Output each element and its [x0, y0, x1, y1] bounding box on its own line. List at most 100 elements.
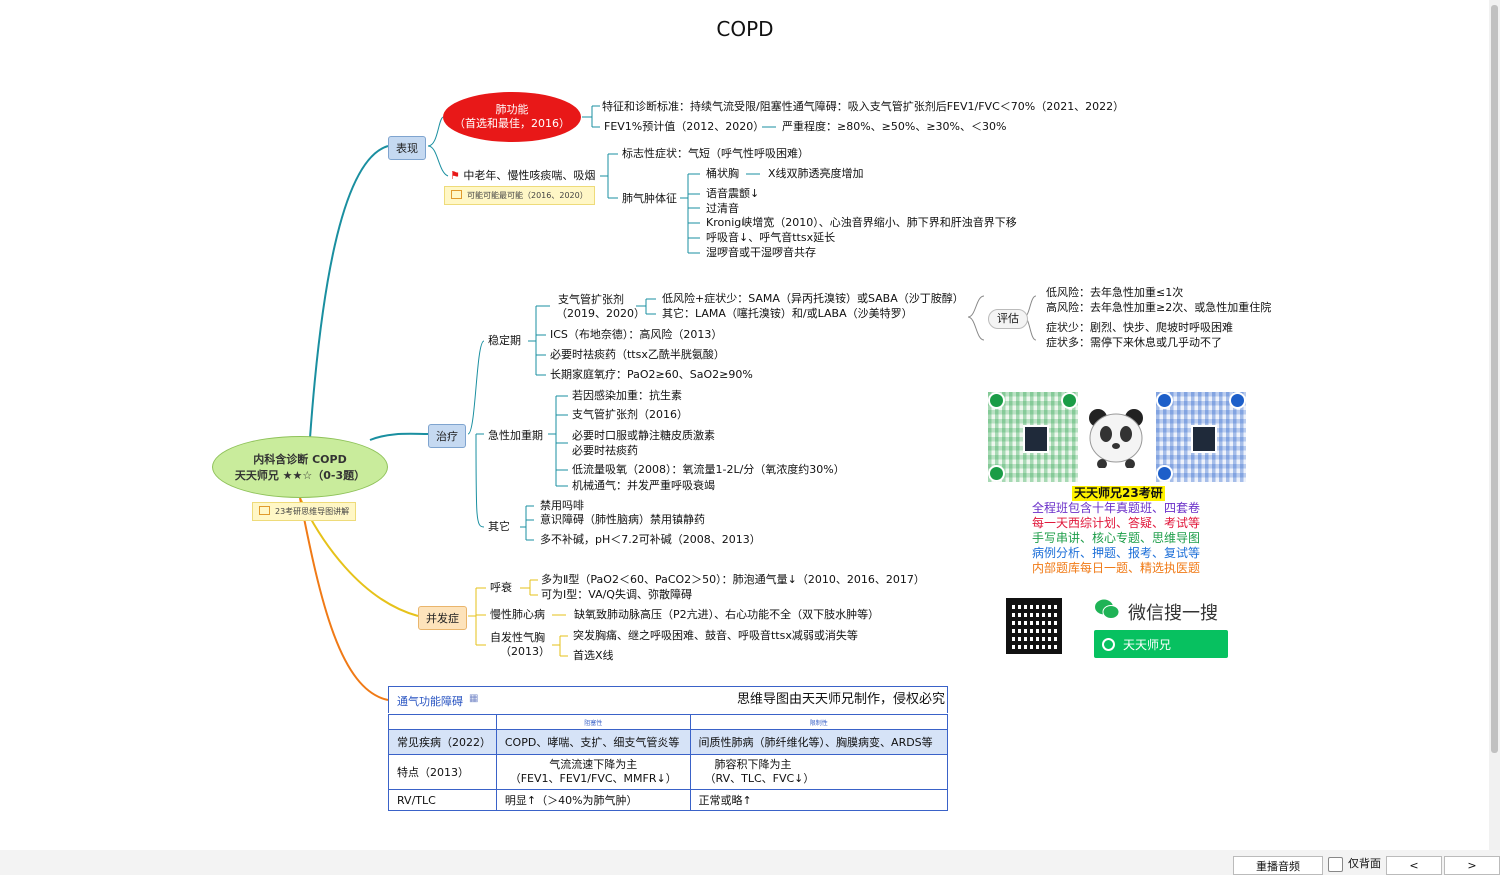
qr-code-blue[interactable] [1156, 392, 1246, 482]
qr-corner-icon [988, 392, 1005, 409]
acute-item: 机械通气：并发严重呼吸衰竭 [572, 479, 715, 492]
assess-item: 低风险：去年急性加重≤1次 [1046, 286, 1184, 299]
promo-line: 每一天西综计划、答疑、考试等 [1031, 516, 1200, 530]
sign-item: 桶状胸 [706, 167, 739, 180]
root-subtitle: 天天师兄 ★★☆（0-3题） [234, 469, 366, 482]
avatar [1191, 425, 1217, 453]
next-button[interactable]: > [1444, 856, 1500, 875]
zhonglao-node[interactable]: ⚑ 中老年、慢性咳痰喘、吸烟 [450, 169, 596, 182]
prev-button[interactable]: < [1386, 856, 1442, 875]
qr-corner-icon [1156, 392, 1173, 409]
sign-symptom: 标志性症状：气短（呼气性呼吸困难） [622, 147, 809, 160]
cell: 气流流速下降为主（FEV1、FEV1/FVC、MMFR↓） [495, 754, 691, 790]
bronchodilator: 支气管扩张剂 [558, 293, 624, 306]
acute-item: 必要时口服或静注糖皮质激素 [572, 429, 715, 442]
acute-item: 低流量吸氧（2008）：氧流量1-2L/分（氧浓度约30%） [572, 463, 845, 476]
scrollbar-thumb[interactable] [1491, 5, 1498, 753]
others-item: 多不补碱，pH＜7.2可补碱（2008、2013） [540, 533, 761, 546]
cell: 正常或略↑ [689, 789, 949, 811]
qr-code-green[interactable] [988, 392, 1078, 482]
sign-item: 过清音 [706, 202, 739, 215]
pneumothorax: 自发性气胸 [490, 631, 545, 644]
table-icon[interactable]: ▦ [469, 693, 479, 704]
sign-item: Kronig峡增宽（2010）、心浊音界缩小、肺下界和肝浊音界下移 [706, 216, 1017, 229]
row-key: 常见疾病（2022） [388, 729, 497, 755]
wechat-icon [1094, 598, 1120, 620]
fev1-predicted: FEV1%预计值（2012、2020） [604, 120, 765, 133]
table-title: 通气功能障碍 [397, 695, 463, 708]
flag-icon: ⚑ [450, 169, 460, 182]
cell: 间质性肺病（肺纤维化等）、胸膜病变、ARDS等 [689, 729, 949, 755]
zhonglao-note[interactable]: 可能可能最可能（2016、2020） [444, 186, 595, 205]
bottom-toolbar: 重播音频 仅背面 < > [0, 850, 1500, 875]
col-restrictive: 限制性 [689, 714, 949, 730]
root-node[interactable]: 内科含诊断 COPD 天天师兄 ★★☆（0-3题） [212, 436, 388, 498]
col-obstructive: 阻塞性 [495, 714, 691, 730]
acute-item: 若因感染加重：抗生素 [572, 389, 682, 402]
promo-line: 病例分析、押题、报考、复试等 [1031, 546, 1200, 560]
cor-pulmonale: 慢性肺心病 [490, 608, 545, 621]
avatar [1023, 425, 1049, 453]
wechat-qr-code[interactable] [1006, 598, 1062, 654]
backside-checkbox[interactable] [1328, 857, 1343, 872]
row-key: 特点（2013） [388, 754, 497, 790]
acute-item: 必要时祛痰药 [572, 444, 638, 457]
branch-biaoxian[interactable]: 表现 [388, 136, 426, 160]
assess-node[interactable]: 评估 [988, 309, 1028, 329]
cell: 肺容积下降为主（RV、TLC、FVC↓） [689, 754, 949, 790]
pneumothorax-xray: 首选X线 [573, 649, 614, 662]
others-item: 禁用吗啡 [540, 499, 584, 512]
acute-item: 支气管扩张剂（2016） [572, 408, 688, 421]
backside-label: 仅背面 [1348, 857, 1381, 870]
vertical-scrollbar[interactable] [1489, 0, 1500, 850]
feigongneng-node[interactable]: 肺功能 （首选和最佳，2016） [443, 92, 581, 142]
replay-audio-button[interactable]: 重播音频 [1233, 856, 1323, 875]
sign-item: X线双肺透亮度增加 [768, 167, 864, 180]
branch-bingfa[interactable]: 并发症 [418, 606, 467, 630]
sign-item: 语音震颤↓ [706, 187, 760, 200]
branch-zhiliao[interactable]: 治疗 [428, 424, 466, 448]
root-title: 内科含诊断 COPD [253, 453, 347, 466]
qr-corner-icon [988, 465, 1005, 482]
promo-name: 天天师兄23考研 [1072, 486, 1165, 501]
resp-type2: 多为Ⅱ型（PaO2＜60、PaCO2＞50）：肺泡通气量↓（2010、2016、… [541, 573, 925, 586]
promo-lines: 全程班包含十年真题班、四套卷 每一天西综计划、答疑、考试等 手写串讲、核心专题、… [1022, 501, 1210, 576]
others-item: 意识障碍（肺性脑病）禁用镇静药 [540, 513, 705, 526]
stable-phase: 稳定期 [488, 334, 521, 347]
assess-item: 高风险：去年急性加重≥2次、或急性加重住院 [1046, 301, 1272, 314]
others-node: 其它 [488, 520, 510, 533]
wechat-search-text: 微信搜一搜 [1128, 603, 1218, 624]
pneumothorax-symptom: 突发胸痛、继之呼吸困难、鼓音、呼吸音ttsx减弱或消失等 [573, 629, 858, 642]
sign-item: 湿啰音或干湿啰音共存 [706, 246, 816, 259]
diagnosis-standard: 特征和诊断标准：持续气流受限/阻塞性通气障碍：吸入支气管扩张剂后FEV1/FVC… [602, 100, 1125, 113]
table-header-box: 通气功能障碍 ▦ 思维导图由天天师兄制作，侵权必究 [388, 686, 948, 713]
wechat-search-button[interactable]: 天天师兄 [1094, 630, 1228, 658]
low-risk-therapy: 低风险+症状少：SAMA（异丙托溴铵）或SABA（沙丁胺醇） [662, 292, 964, 305]
row-key: RV/TLC [388, 789, 497, 811]
note-icon [451, 190, 462, 199]
resp-type1: 可为Ⅰ型：VA/Q失调、弥散障碍 [541, 588, 692, 601]
ventilation-table: 阻塞性 限制性 常见疾病（2022） COPD、哮喘、支扩、细支气管炎等 间质性… [388, 714, 949, 811]
root-note[interactable]: 23考研思维导图讲解 [252, 502, 357, 521]
promo-line: 手写串讲、核心专题、思维导图 [1031, 531, 1200, 545]
promo-line: 全程班包含十年真题班、四套卷 [1031, 501, 1200, 515]
home-oxygen: 长期家庭氧疗：PaO2≥60、SaO2≥90% [550, 368, 753, 381]
severity: 严重程度：≥80%、≥50%、≥30%、＜30% [782, 120, 1007, 133]
promo-line: 内部题库每日一题、精选执医题 [1031, 561, 1200, 575]
search-icon [1102, 637, 1115, 651]
pneumothorax-year: （2013） [500, 645, 550, 658]
qr-corner-icon [1061, 392, 1078, 409]
page-title: COPD [716, 17, 774, 41]
expectorant: 必要时祛痰药（ttsx乙酰半胱氨酸） [550, 348, 725, 361]
table-row: 阻塞性 限制性 [388, 714, 949, 730]
copyright: 思维导图由天天师兄制作，侵权必究 [736, 692, 945, 707]
cor-pulmonale-desc: 缺氧致肺动脉高压（P2亢进）、右心功能不全（双下肢水肿等） [574, 608, 880, 621]
sign-item: 呼吸音↓、呼气音ttsx延长 [706, 231, 836, 244]
bronchodilator-year: （2019、2020） [556, 307, 645, 320]
qr-corner-icon [1229, 392, 1246, 409]
table-row: RV/TLC 明显↑（＞40%为肺气肿） 正常或略↑ [388, 789, 949, 811]
note-icon [259, 506, 270, 515]
cell: 明显↑（＞40%为肺气肿） [495, 789, 691, 811]
panda-icon [1084, 404, 1148, 469]
cell: COPD、哮喘、支扩、细支气管炎等 [495, 729, 691, 755]
